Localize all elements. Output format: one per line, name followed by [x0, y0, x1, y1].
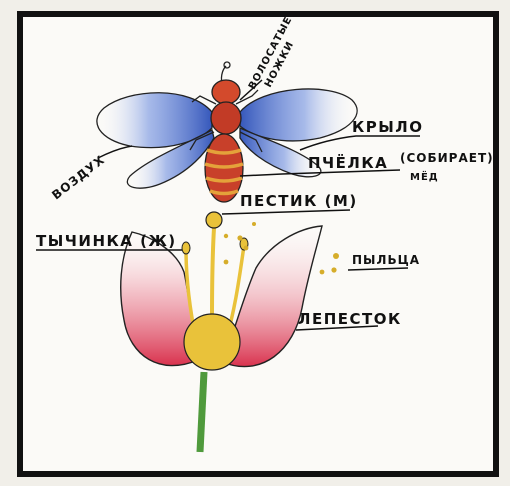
label-collects-line2: МЁД: [410, 169, 439, 183]
pistil-style: [212, 228, 214, 318]
pistil-stigma: [206, 212, 222, 228]
label-wing: КРЫЛО: [352, 118, 424, 136]
label-bee: ПЧЁЛКА: [308, 153, 388, 172]
label-stamen: ТЫЧИНКА (Ж): [36, 232, 177, 250]
bee-head: [212, 80, 240, 104]
label-pollen: ПЫЛЬЦА: [352, 253, 420, 267]
bee-thorax: [211, 102, 241, 134]
flower-ovary: [184, 314, 240, 370]
label-petal: ЛЕПЕСТОК: [298, 310, 402, 328]
label-pistil: ПЕСТИК (M): [240, 192, 358, 210]
flower-stem: [200, 372, 204, 452]
label-collects-line1: (СОБИРАЕТ): [400, 151, 494, 165]
